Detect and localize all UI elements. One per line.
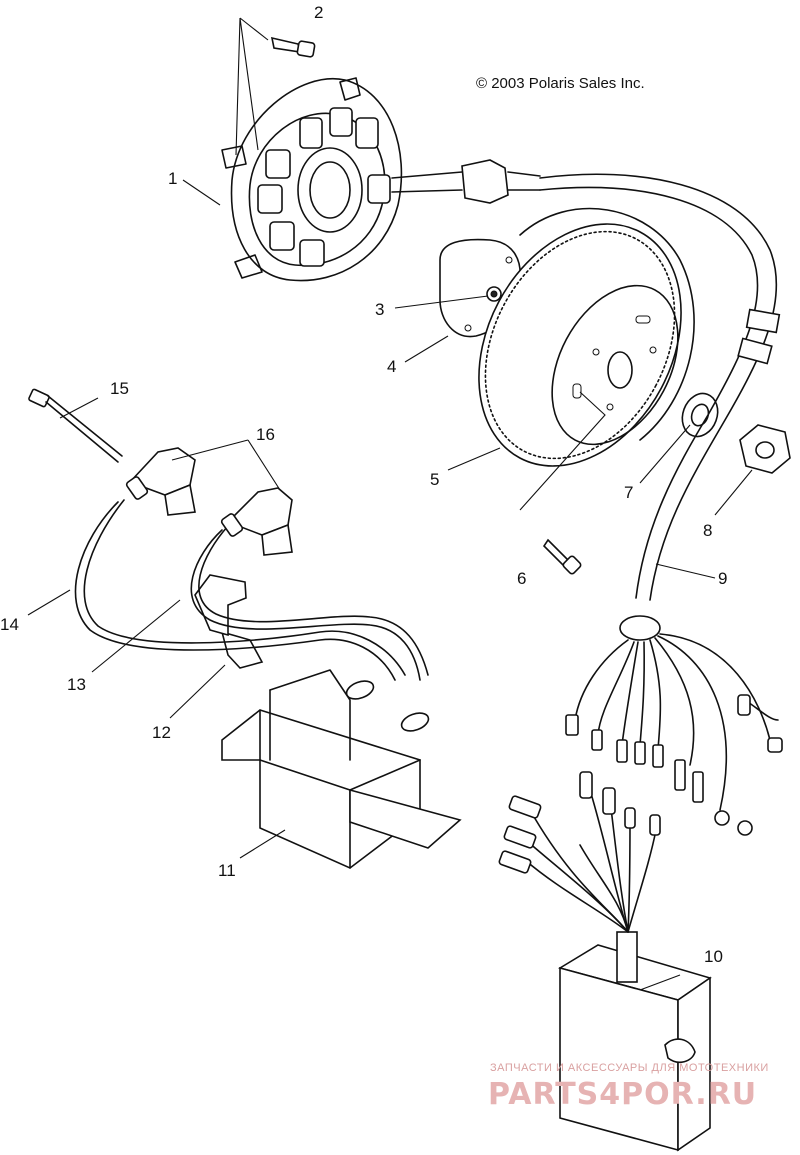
spark-plug-wire-part bbox=[74, 499, 429, 681]
wire-harness-part bbox=[539, 173, 783, 836]
callout-11: 11 bbox=[218, 861, 236, 880]
callout-9: 9 bbox=[718, 569, 727, 588]
leader-lines bbox=[27, 179, 753, 991]
wire-clip-part bbox=[220, 630, 264, 669]
washer-part bbox=[681, 392, 719, 438]
stator-part bbox=[221, 77, 541, 282]
copyright-text: © 2003 Polaris Sales Inc. bbox=[476, 75, 645, 92]
callout-5: 5 bbox=[430, 470, 439, 489]
coil-bracket-part bbox=[194, 574, 247, 637]
callout-labels: 1 2 3 4 5 6 7 8 9 10 11 12 13 14 15 16 bbox=[0, 3, 727, 966]
callout-6: 6 bbox=[517, 569, 526, 588]
callout-4: 4 bbox=[387, 357, 396, 376]
watermark-tagline: ЗАПЧАСТИ И АКСЕССУАРЫ ДЛЯ МОТОТЕХНИКИ bbox=[490, 1062, 769, 1074]
callout-3: 3 bbox=[375, 300, 384, 319]
nut-part bbox=[739, 424, 791, 474]
flywheel-bolt-part bbox=[519, 391, 606, 575]
stator-screw-part bbox=[235, 17, 316, 156]
flywheel-part bbox=[478, 207, 695, 467]
cdi-box-part bbox=[498, 771, 712, 1152]
watermark: ЗАПЧАСТИ И АКСЕССУАРЫ ДЛЯ МОТОТЕХНИКИ PA… bbox=[488, 1062, 769, 1112]
callout-14: 14 bbox=[0, 615, 19, 634]
watermark-logo: PARTS4POR.RU bbox=[488, 1077, 757, 1112]
callout-1: 1 bbox=[168, 169, 177, 188]
callout-15: 15 bbox=[110, 379, 129, 398]
mounting-bracket-part bbox=[221, 669, 462, 869]
callout-13: 13 bbox=[67, 675, 86, 694]
callout-7: 7 bbox=[624, 483, 633, 502]
callout-16: 16 bbox=[256, 425, 275, 444]
callout-10: 10 bbox=[704, 947, 723, 966]
callout-8: 8 bbox=[703, 521, 712, 540]
callout-2: 2 bbox=[314, 3, 323, 22]
spark-plug-cap-part bbox=[125, 447, 293, 556]
cable-tie-part bbox=[28, 388, 123, 463]
callout-12: 12 bbox=[152, 723, 171, 742]
